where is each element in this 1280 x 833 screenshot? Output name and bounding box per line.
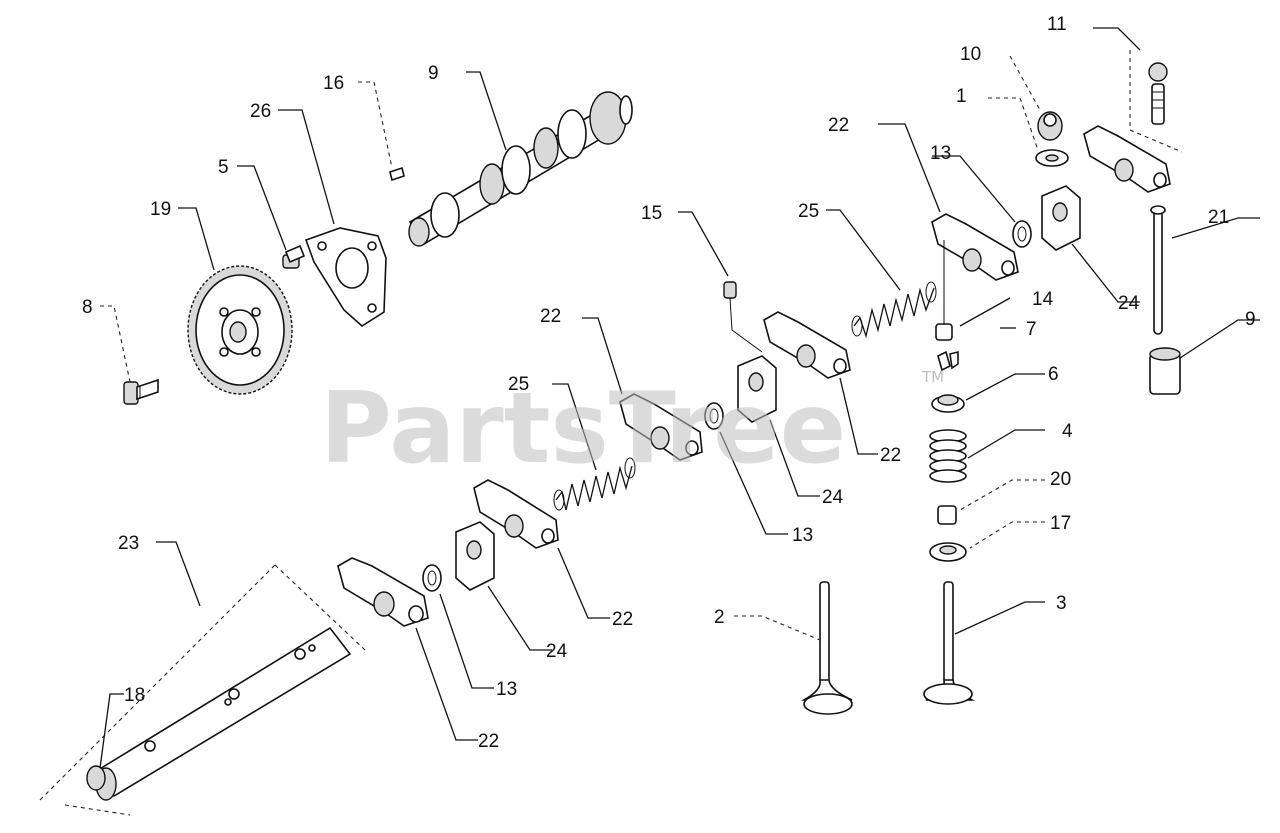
thrust-plate-part [304,227,387,327]
plate-bolt-part [282,244,306,269]
callout-23: 23 [118,533,139,554]
callout-11: 10 [960,44,981,65]
callout-22-top: 22 [828,115,849,136]
callout-24-mid: 24 [822,487,844,508]
rocker-arm-part [619,393,703,461]
cam-gear-part [187,265,293,395]
callout-25-right: 25 [798,201,819,222]
watermark-text: PartsTree [320,372,846,486]
washer-part [422,564,442,592]
valve-spring-part [929,429,967,483]
callout-18: 18 [124,685,145,706]
valve-cap-part [935,240,953,341]
rocker-arm-part [931,213,1019,281]
gear-bolt-part [123,378,159,405]
valve-keepers-part [937,350,959,372]
watermark-trademark: TM [921,368,944,386]
set-screw-part [723,281,763,353]
callout-19: 19 [150,199,171,220]
callout-7: 7 [1026,319,1037,340]
rocker-stud-part [1129,50,1183,153]
rocker-arm-part [1083,125,1171,193]
valve-washer-part [929,542,967,562]
callout-22-right: 22 [880,445,901,466]
callout-1: 1 [956,86,967,107]
rocker-support-part [737,355,777,423]
washer-part [1012,220,1032,248]
callout-22-mid: 22 [540,306,561,327]
callout-13-low: 13 [496,679,517,700]
callout-16: 16 [323,73,344,94]
intake-valve-part [800,581,853,715]
callout-20: 20 [1050,469,1071,490]
callout-3: 3 [1056,593,1067,614]
callout-2: 2 [714,607,725,628]
callout-8: 8 [82,297,93,318]
callout-13-top: 13 [930,143,951,164]
callout-26: 26 [250,101,271,122]
leader-lines [99,27,1260,769]
adjusting-nut-part [1037,111,1063,141]
tappet-part [1149,347,1181,395]
callout-10: 9 [428,63,439,84]
callout-5: 5 [218,157,229,178]
callout-24-low: 24 [546,641,568,662]
exhaust-valve-part [923,581,976,705]
woodruff-key-part [389,166,405,182]
rocker-arm-part [473,479,559,549]
callout-15: 15 [641,203,662,224]
rocker-spring-part [851,281,937,339]
washer-part [704,402,724,430]
callout-9: 9 [1245,309,1256,330]
callout-13-mid: 13 [792,525,813,546]
push-rod-part [1150,205,1166,335]
callout-labels: 11 10 1 13 22 9 16 26 5 19 8 25 15 14 7 … [82,14,1256,752]
valve-seal-part [937,505,957,525]
camshaft-part [408,91,633,247]
callout-17: 17 [1050,513,1071,534]
callout-22-lower: 22 [612,609,633,630]
rocker-support-part [1041,185,1081,251]
rocker-support-part [455,521,495,591]
rocker-arm-part [763,311,851,379]
rocker-washer-part [1035,149,1069,167]
callout-12: 11 [1047,14,1067,35]
callout-24-top: 24 [1118,293,1140,314]
spring-retainer-part [931,394,965,413]
callout-21: 21 [1208,207,1229,228]
callout-6: 6 [1048,364,1059,385]
shaft-plug-part [86,765,106,791]
callout-4: 4 [1062,421,1073,442]
rocker-spring-part [553,457,636,511]
callout-25-left: 25 [508,374,529,395]
callout-14: 14 [1032,289,1054,310]
callout-22-bottom: 22 [478,731,499,752]
rocker-arm-part [337,557,429,627]
